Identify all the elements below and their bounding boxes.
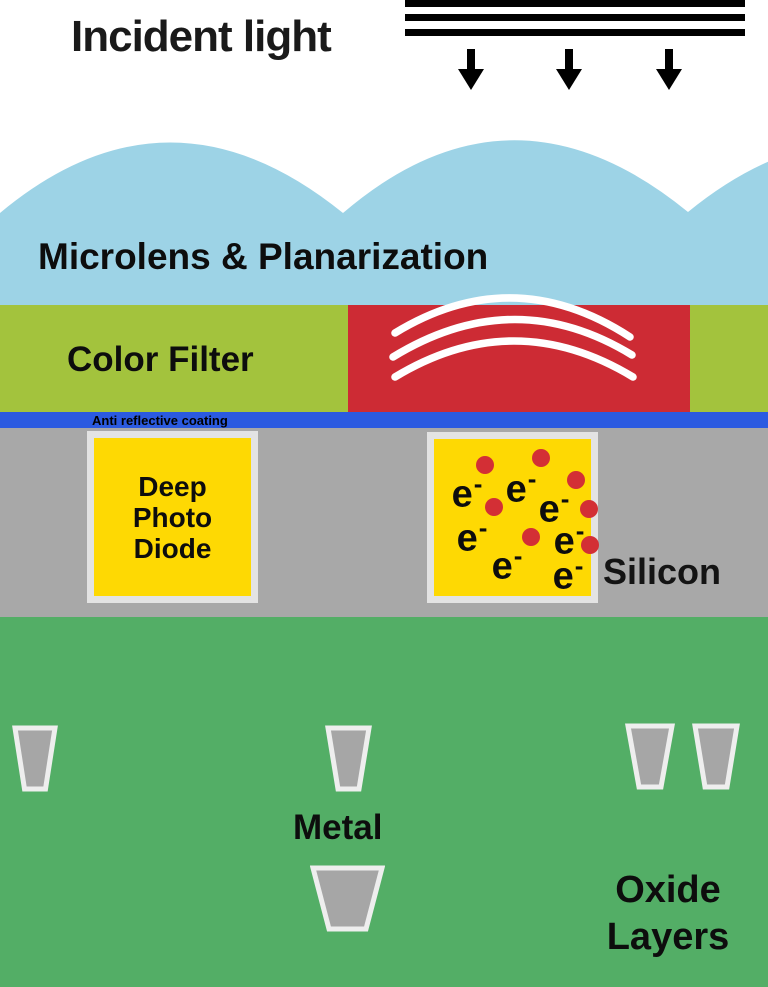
oxide-label-line1: Oxide [615, 869, 721, 911]
photodiode-label-line3: Diode [133, 532, 212, 564]
deep-photo-diode-label: Deep Photo Diode [133, 471, 212, 564]
charge-dot [522, 528, 540, 546]
color-filter-label: Color Filter [67, 340, 254, 379]
microlens-layer [0, 140, 768, 306]
charge-dot [581, 536, 599, 554]
electron-symbol: e- [451, 468, 483, 516]
oxide-layers-band [0, 617, 768, 987]
deep-photo-diode-box: Deep Photo Diode [87, 431, 258, 603]
charge-dot [532, 449, 550, 467]
metal-contact [12, 725, 58, 792]
electron-symbol: e- [552, 550, 584, 598]
anti-reflective-coating-label: Anti reflective coating [92, 412, 228, 428]
charge-dot [485, 498, 503, 516]
metal-contact [625, 723, 675, 790]
light-bar [405, 14, 745, 21]
metal-contact [692, 723, 740, 790]
photodiode-electrons-box: e- e- e- e- e- e- e- [427, 432, 599, 603]
light-bar [405, 29, 745, 36]
down-arrow-icon [556, 49, 582, 90]
charge-dot [580, 500, 598, 518]
light-bar [405, 0, 745, 7]
down-arrow-icon [656, 49, 682, 90]
anti-reflective-coating-layer: Anti reflective coating [0, 412, 768, 428]
incident-light-title: Incident light [71, 12, 332, 61]
electron-symbol: e- [553, 515, 585, 563]
silicon-label: Silicon [603, 551, 722, 592]
electron-symbol: e- [491, 540, 523, 588]
electron-symbol: e- [505, 463, 537, 511]
photodiode-label-line1: Deep [138, 470, 207, 502]
microlens-domes-shape [0, 140, 768, 306]
metal-contact [325, 725, 372, 792]
light-source-bars-icon [405, 0, 745, 43]
charge-dot [476, 456, 494, 474]
microlens-layer-label: Microlens & Planarization [38, 236, 489, 277]
electron-symbol: e- [538, 483, 570, 531]
electron-symbol: e- [456, 512, 488, 560]
oxide-layers-label: Oxide Layers [598, 867, 738, 961]
metal-label: Metal [293, 808, 383, 847]
metal-contact [310, 865, 385, 932]
photodiode-label-line2: Photo [132, 501, 213, 533]
charge-dot [567, 471, 585, 489]
red-filter-segment [348, 305, 690, 412]
oxide-label-line2: Layers [606, 916, 730, 958]
down-arrow-icon [458, 49, 484, 90]
